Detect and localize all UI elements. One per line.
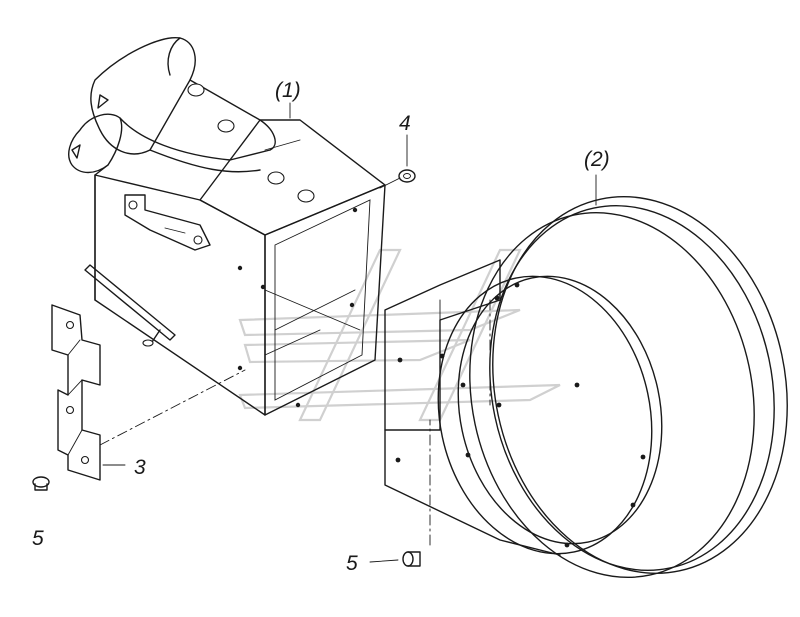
callout-item-3: 3 — [134, 456, 146, 479]
callout-item-5-bottom: 5 — [346, 552, 358, 575]
bolt-left — [32, 476, 50, 491]
air-duct-housing — [68, 37, 386, 416]
fan-shroud — [384, 196, 788, 579]
callout-item-4: 4 — [399, 112, 411, 135]
callout-assembly-2: (2) — [584, 148, 610, 171]
callout-assembly-1: (1) — [275, 79, 301, 102]
leader-lines — [99, 102, 597, 563]
bolt-bottom — [402, 551, 421, 567]
hex-nut — [398, 169, 416, 183]
callout-item-5-left: 5 — [32, 527, 44, 550]
stud-bolt — [187, 83, 315, 203]
clamp-plate — [51, 304, 101, 481]
